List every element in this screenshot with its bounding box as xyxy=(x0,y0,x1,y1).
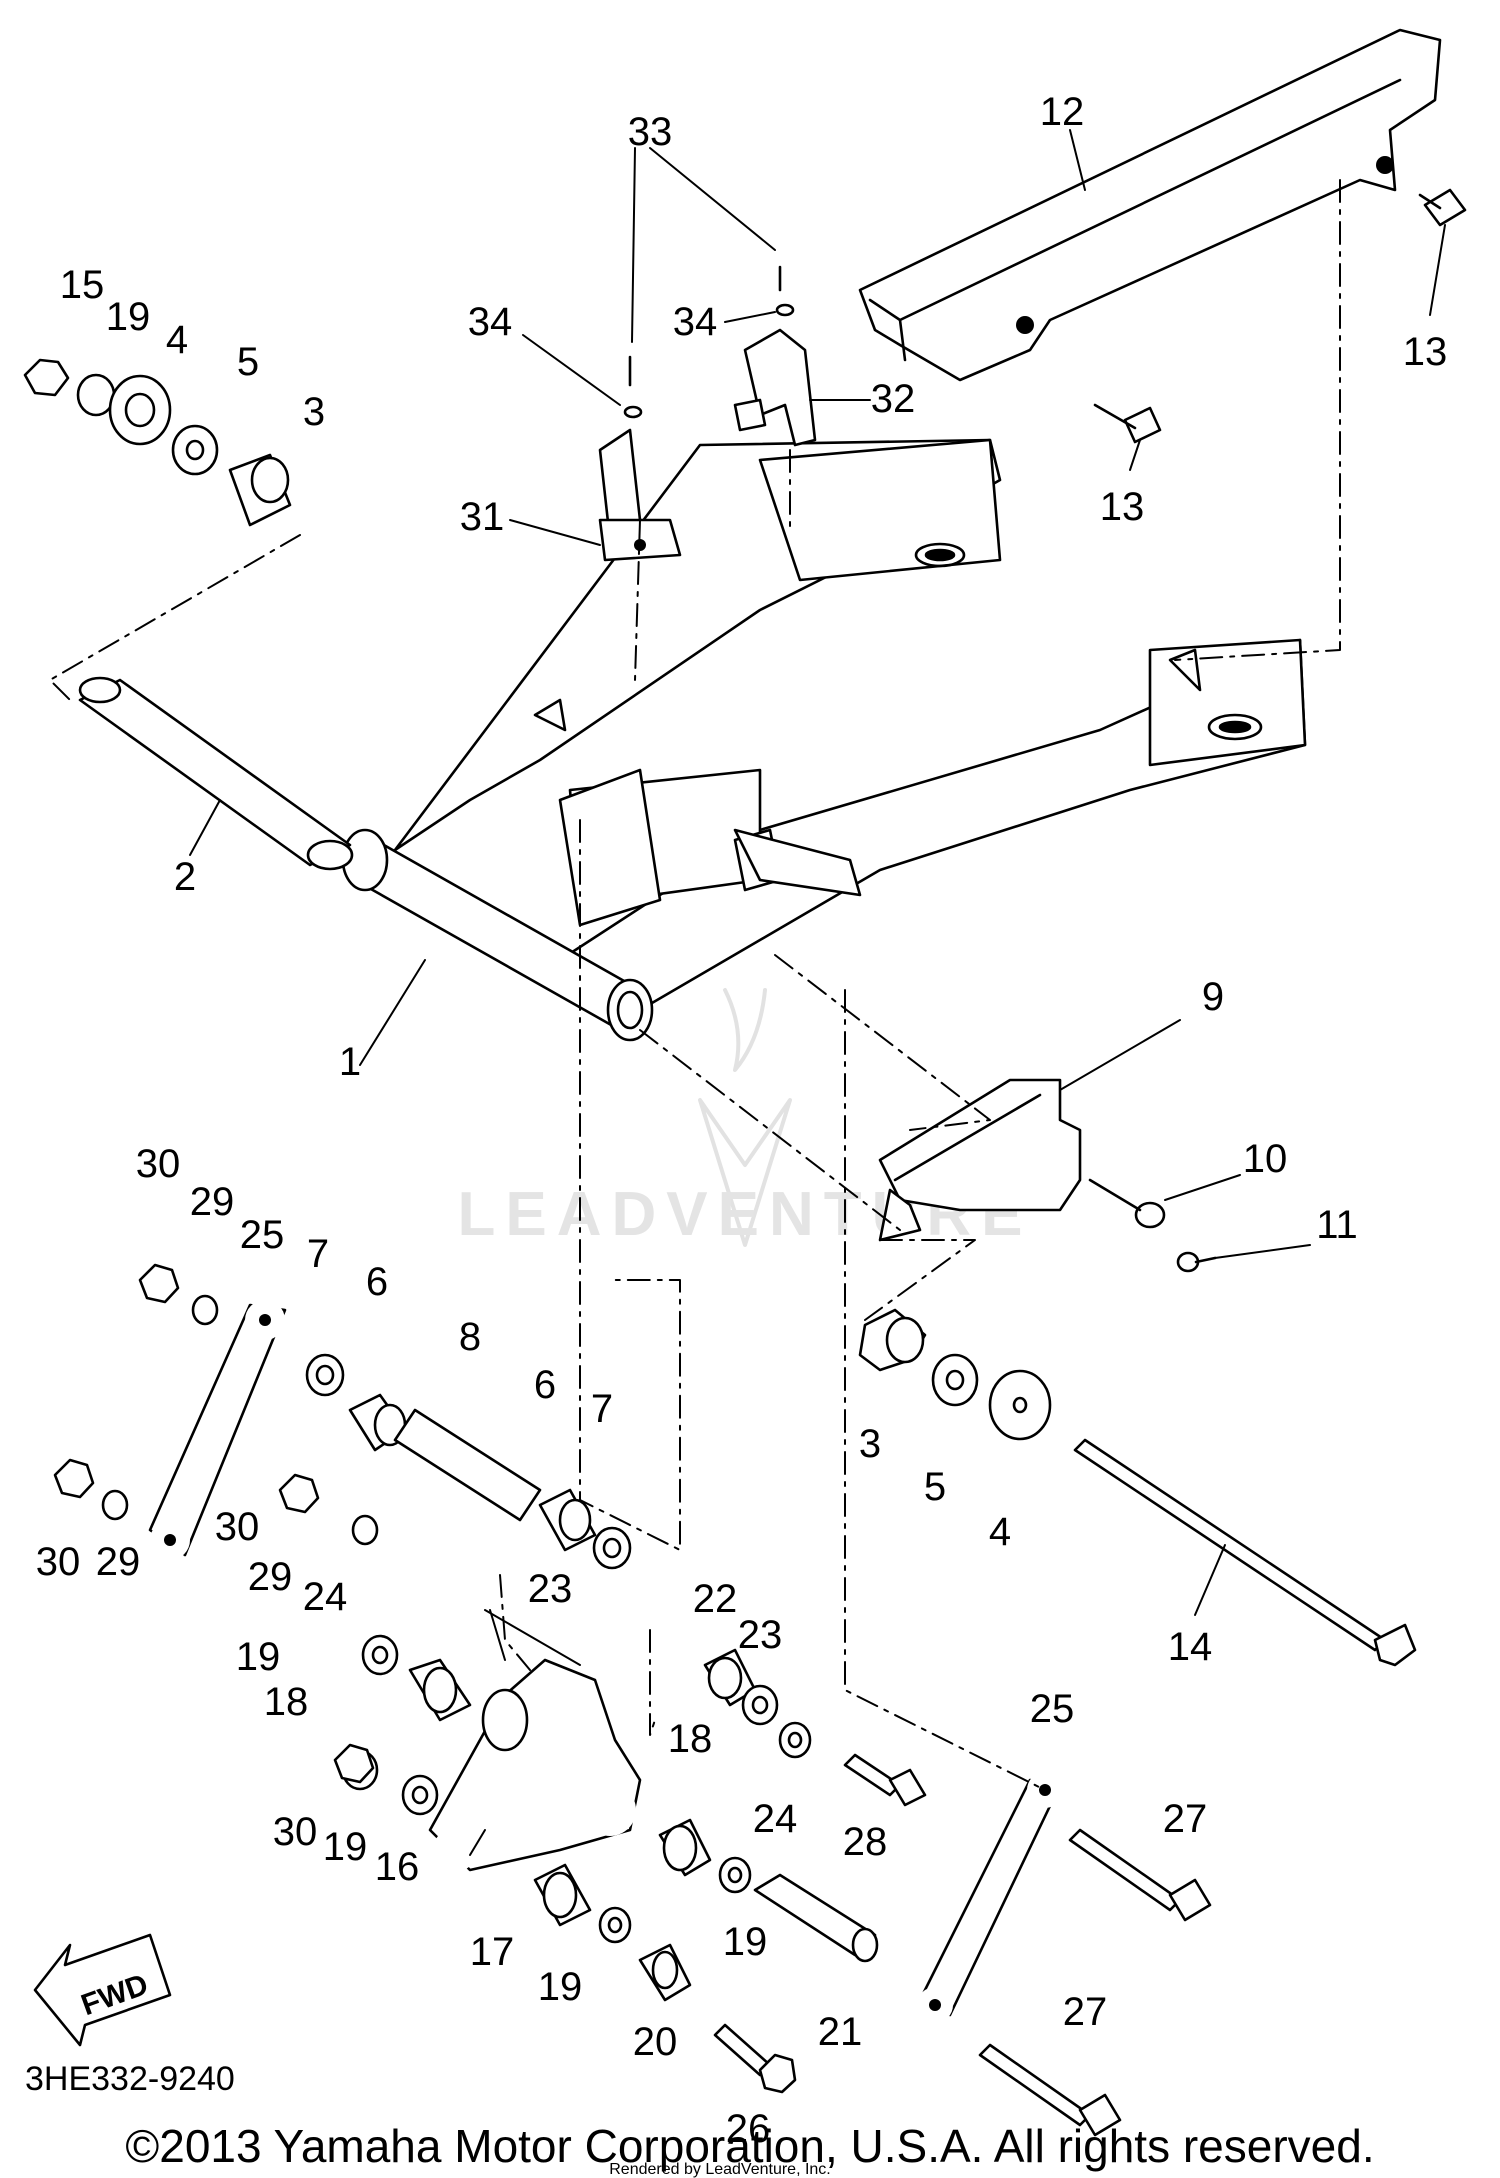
callout-3: 3 xyxy=(859,1422,881,1466)
callout-26: 26 xyxy=(726,2107,771,2151)
chain-guard-bolts xyxy=(1093,188,1467,444)
callout-19: 19 xyxy=(538,1965,583,2009)
callout-13: 13 xyxy=(1100,485,1145,529)
callout-29: 29 xyxy=(190,1180,235,1224)
pivot-shaft xyxy=(78,676,354,871)
leader-lines xyxy=(189,129,1446,1856)
callout-11: 11 xyxy=(1316,1203,1358,1247)
connecting-rods xyxy=(148,1300,1063,2023)
chain-guard xyxy=(858,28,1442,382)
callouts: 1 2 3 3 4 4 5 5 6 6 7 7 8 9 10 11 12 13 … xyxy=(36,90,1448,2151)
callout-6: 6 xyxy=(366,1260,388,1304)
callout-2: 2 xyxy=(174,855,196,899)
fwd-arrow: FWD xyxy=(33,1933,172,2047)
fine-print: Rendered by LeadVenture, Inc. xyxy=(609,2161,831,2178)
callout-30: 30 xyxy=(136,1142,181,1186)
bolts xyxy=(713,1753,1212,2137)
callout-4: 4 xyxy=(989,1510,1011,1554)
collars-bearings xyxy=(305,1353,879,2002)
callout-30: 30 xyxy=(273,1810,318,1854)
callout-29: 29 xyxy=(96,1540,141,1584)
nuts-washers xyxy=(53,1263,379,1784)
callout-18: 18 xyxy=(264,1680,309,1724)
centre-lines xyxy=(49,179,1341,1791)
callout-16: 16 xyxy=(375,1845,420,1889)
callout-32: 32 xyxy=(871,377,916,421)
callout-19: 19 xyxy=(323,1825,368,1869)
swingarm xyxy=(341,438,1307,1042)
callout-25: 25 xyxy=(1030,1687,1075,1731)
callout-30: 30 xyxy=(36,1540,81,1584)
callout-6: 6 xyxy=(534,1363,556,1407)
callout-21: 21 xyxy=(818,2010,863,2054)
callout-34: 34 xyxy=(673,300,718,344)
callout-4: 4 xyxy=(166,318,188,362)
callout-5: 5 xyxy=(237,340,259,384)
callout-24: 24 xyxy=(753,1797,798,1841)
callout-23: 23 xyxy=(738,1613,783,1657)
diagram-code: 3HE332-9240 xyxy=(25,2060,235,2098)
callout-15: 15 xyxy=(60,263,105,307)
callout-19: 19 xyxy=(723,1920,768,1964)
callout-10: 10 xyxy=(1243,1137,1288,1181)
brackets xyxy=(598,253,817,562)
callout-27: 27 xyxy=(1063,1990,1108,2034)
callout-8: 8 xyxy=(459,1315,481,1359)
callout-19: 19 xyxy=(236,1635,281,1679)
callout-28: 28 xyxy=(843,1820,888,1864)
left-pivot-stack xyxy=(23,358,292,527)
callout-19: 19 xyxy=(106,295,151,339)
callout-14: 14 xyxy=(1168,1625,1213,1669)
callout-13: 13 xyxy=(1403,330,1448,374)
callout-23: 23 xyxy=(528,1567,573,1611)
callout-18: 18 xyxy=(668,1717,713,1761)
callout-24: 24 xyxy=(303,1575,348,1619)
callout-17: 17 xyxy=(470,1930,515,1974)
callout-5: 5 xyxy=(924,1465,946,1509)
callout-9: 9 xyxy=(1202,975,1224,1019)
copyright-notice: ©2013 Yamaha Motor Corporation, U.S.A. A… xyxy=(125,2120,1374,2172)
callout-30: 30 xyxy=(215,1505,260,1549)
callout-31: 31 xyxy=(460,495,505,539)
long-bolt xyxy=(1073,1438,1417,1667)
callout-7: 7 xyxy=(591,1387,613,1431)
chain-slider xyxy=(878,1078,1082,1242)
callout-29: 29 xyxy=(248,1555,293,1599)
callout-3: 3 xyxy=(303,390,325,434)
callout-33: 33 xyxy=(628,110,673,154)
callout-25: 25 xyxy=(240,1213,285,1257)
right-pivot-stack xyxy=(858,1308,1052,1441)
callout-34: 34 xyxy=(468,300,513,344)
callout-20: 20 xyxy=(633,2020,678,2064)
callout-12: 12 xyxy=(1040,90,1085,134)
callout-7: 7 xyxy=(307,1232,329,1276)
callout-27: 27 xyxy=(1163,1797,1208,1841)
callout-22: 22 xyxy=(693,1577,738,1621)
relay-arm xyxy=(428,1658,642,1872)
callout-1: 1 xyxy=(339,1040,361,1084)
slider-screws xyxy=(1088,1178,1217,1273)
